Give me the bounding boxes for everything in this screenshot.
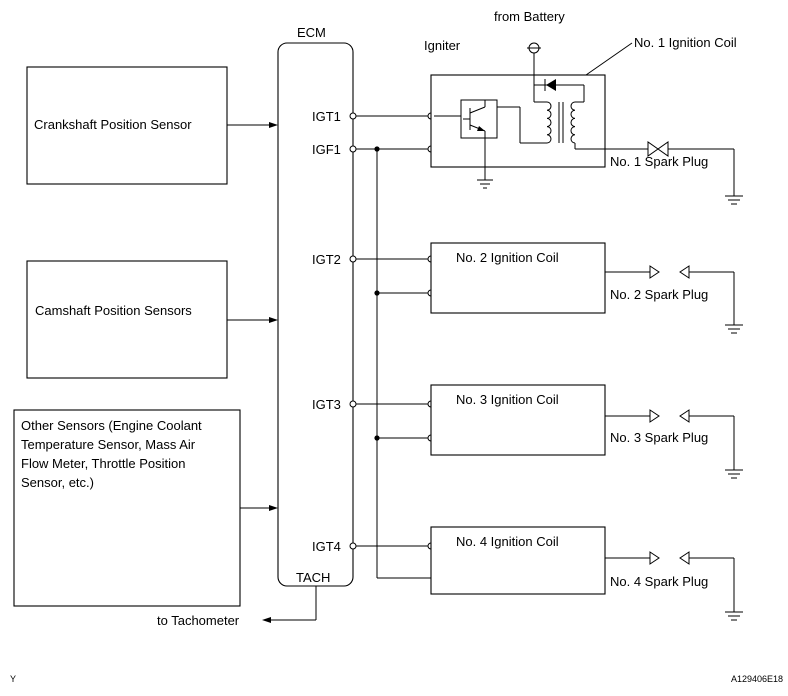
sensor-to-ecm-arrows xyxy=(227,122,278,511)
spark-plug-1-icon xyxy=(605,141,743,205)
battery-label: from Battery xyxy=(494,9,565,24)
ignition-coil-winding-icon xyxy=(533,83,605,150)
other-sensors-label-line1: Other Sensors (Engine Coolant xyxy=(21,418,202,433)
igniter-label: Igniter xyxy=(424,38,461,53)
coil-4-box xyxy=(430,526,606,595)
corner-mark: Y xyxy=(10,674,16,684)
ecm-box xyxy=(277,42,354,587)
coil-2-label: No. 2 Ignition Coil xyxy=(456,250,559,265)
coil-2-box xyxy=(430,242,606,314)
pin-igt2: IGT2 xyxy=(312,252,341,267)
coil-3-box xyxy=(430,384,606,456)
coil-4-label: No. 4 Ignition Coil xyxy=(456,534,559,549)
spark-plug-4-icon xyxy=(605,551,743,621)
camshaft-sensor-box xyxy=(26,260,228,379)
diode-icon xyxy=(534,79,585,103)
other-sensors-label-line2: Temperature Sensor, Mass Air xyxy=(21,437,196,452)
coil-1-box xyxy=(430,74,606,168)
coil-1-label: No. 1 Ignition Coil xyxy=(634,35,737,50)
pin-igf1: IGF1 xyxy=(312,142,341,157)
tach-label: to Tachometer xyxy=(157,613,240,628)
tach-output-line xyxy=(262,586,317,623)
pin-tach: TACH xyxy=(296,570,330,585)
spark-plug-2-icon xyxy=(605,265,743,334)
spark-plug-3-icon xyxy=(605,409,743,479)
pin-igt3: IGT3 xyxy=(312,397,341,412)
figure-code: A129406E18 xyxy=(731,674,783,684)
igniter-ground-icon xyxy=(477,179,493,189)
spark-plug-2-label: No. 2 Spark Plug xyxy=(610,287,708,302)
ecm-label: ECM xyxy=(297,25,326,40)
igniter-transistor-icon xyxy=(434,99,498,180)
ecm-coil-wiring xyxy=(349,112,435,579)
crankshaft-sensor-box xyxy=(26,66,228,185)
other-sensors-label-line3: Flow Meter, Throttle Position xyxy=(21,456,186,471)
battery-supply-icon xyxy=(527,42,541,83)
spark-plug-1-label: No. 1 Spark Plug xyxy=(610,154,708,169)
camshaft-sensor-label: Camshaft Position Sensors xyxy=(35,303,192,318)
coil-3-label: No. 3 Ignition Coil xyxy=(456,392,559,407)
spark-plug-3-label: No. 3 Spark Plug xyxy=(610,430,708,445)
pin-igt4: IGT4 xyxy=(312,539,341,554)
other-sensors-box xyxy=(13,409,241,607)
spark-plug-4-label: No. 4 Spark Plug xyxy=(610,574,708,589)
other-sensors-label-line4: Sensor, etc.) xyxy=(21,475,94,490)
pin-igt1: IGT1 xyxy=(312,109,341,124)
crankshaft-sensor-label: Crankshaft Position Sensor xyxy=(34,117,192,132)
coil-1-leader-line xyxy=(585,42,633,76)
